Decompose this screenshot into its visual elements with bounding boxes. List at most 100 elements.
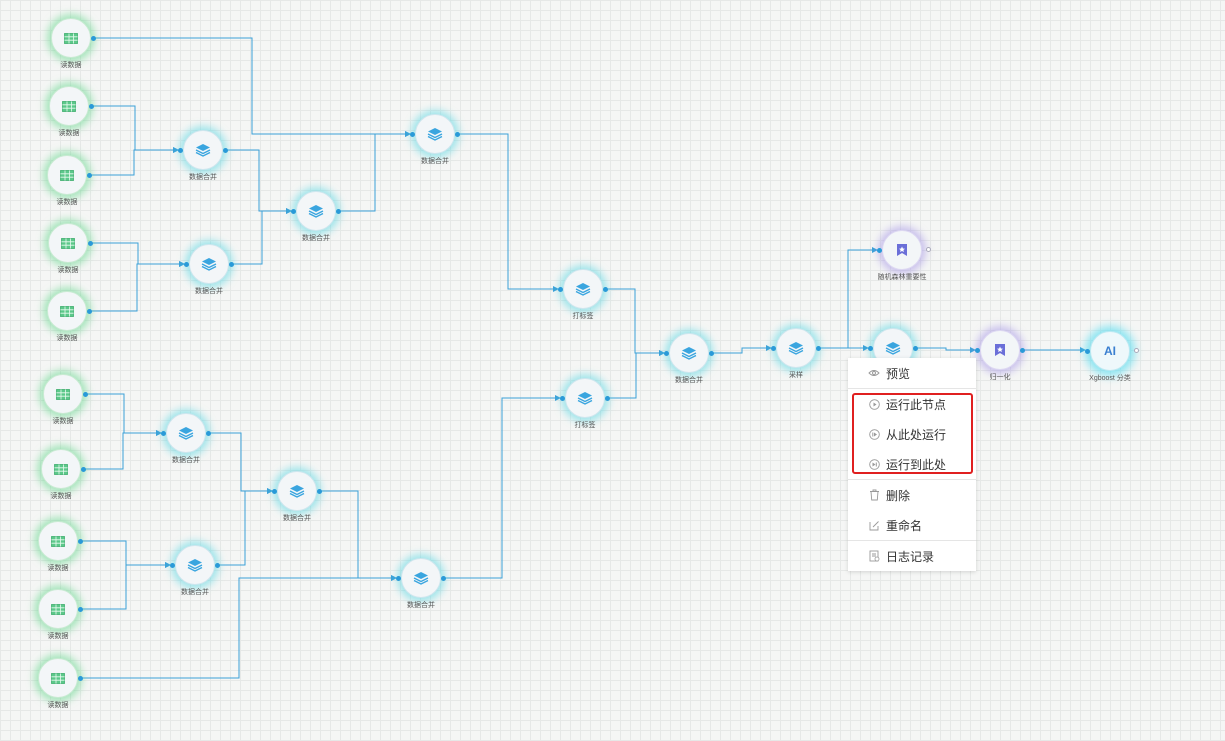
node-circle[interactable] xyxy=(415,114,455,154)
edge-p1-n1[interactable] xyxy=(916,347,976,353)
node-circle[interactable] xyxy=(175,545,215,585)
output-port[interactable] xyxy=(215,562,220,568)
output-port[interactable] xyxy=(229,261,234,267)
output-port[interactable] xyxy=(1020,347,1025,353)
input-port[interactable] xyxy=(558,286,563,292)
node-circle[interactable] xyxy=(47,291,87,331)
output-port[interactable] xyxy=(78,538,83,544)
output-port[interactable] xyxy=(603,286,608,292)
edge-r1-m4[interactable] xyxy=(94,37,411,137)
edge-m4-l1[interactable] xyxy=(458,133,559,292)
node-circle[interactable] xyxy=(776,328,816,368)
node-circle[interactable] xyxy=(882,230,922,270)
edge-m9-s1[interactable] xyxy=(712,345,772,354)
output-port[interactable] xyxy=(81,466,86,472)
node-circle[interactable] xyxy=(277,471,317,511)
edge-r3-m1[interactable] xyxy=(90,147,179,176)
node-circle[interactable] xyxy=(183,130,223,170)
edge-r8-m6[interactable] xyxy=(81,540,171,568)
menu-item-delete[interactable]: 删除 xyxy=(848,480,976,510)
edge-l2-m9[interactable] xyxy=(608,350,665,399)
input-port[interactable] xyxy=(975,347,980,353)
output-port[interactable] xyxy=(88,240,93,246)
input-port[interactable] xyxy=(291,208,296,214)
bookmark-icon xyxy=(994,343,1006,357)
node-circle[interactable] xyxy=(38,658,78,698)
input-port[interactable] xyxy=(560,395,565,401)
node-circle[interactable] xyxy=(51,18,91,58)
edge-r6-m5[interactable] xyxy=(86,393,162,436)
menu-item-run-from[interactable]: 从此处运行 xyxy=(848,419,976,449)
edit-icon xyxy=(868,519,880,531)
output-port[interactable] xyxy=(709,350,714,356)
input-port[interactable] xyxy=(178,147,183,153)
node-circle[interactable] xyxy=(43,374,83,414)
menu-item-preview[interactable]: 预览 xyxy=(848,358,976,388)
edge-m3-m4[interactable] xyxy=(339,131,411,212)
edge-r7-m5[interactable] xyxy=(84,430,162,470)
node-circle[interactable] xyxy=(48,223,88,263)
output-port[interactable] xyxy=(78,675,83,681)
output-port[interactable] xyxy=(336,208,341,214)
node-circle[interactable] xyxy=(38,589,78,629)
node-label: 数据合并 xyxy=(172,457,200,464)
output-port[interactable] xyxy=(1134,348,1139,353)
output-port[interactable] xyxy=(223,147,228,153)
input-port[interactable] xyxy=(184,261,189,267)
output-port[interactable] xyxy=(455,131,460,137)
output-port[interactable] xyxy=(91,35,96,41)
input-port[interactable] xyxy=(877,247,882,253)
node-circle[interactable] xyxy=(41,449,81,489)
node-circle[interactable] xyxy=(47,155,87,195)
menu-item-log[interactable]: 日志记录 xyxy=(848,541,976,571)
menu-item-run-node[interactable]: 运行此节点 xyxy=(848,389,976,419)
output-port[interactable] xyxy=(89,103,94,109)
input-port[interactable] xyxy=(161,430,166,436)
node-label: Xgboost 分类 xyxy=(1089,375,1131,382)
edge-m2-m3[interactable] xyxy=(232,208,292,265)
node-circle[interactable] xyxy=(563,269,603,309)
node-circle[interactable] xyxy=(669,333,709,373)
node-circle[interactable] xyxy=(166,413,206,453)
edge-r9-m6[interactable] xyxy=(81,562,171,610)
node-circle[interactable]: AI xyxy=(1090,331,1130,371)
node-circle[interactable] xyxy=(565,378,605,418)
menu-item-rename[interactable]: 重命名 xyxy=(848,510,976,540)
input-port[interactable] xyxy=(170,562,175,568)
input-port[interactable] xyxy=(410,131,415,137)
output-port[interactable] xyxy=(605,395,610,401)
node-circle[interactable] xyxy=(189,244,229,284)
output-port[interactable] xyxy=(78,606,83,612)
node-circle[interactable] xyxy=(401,558,441,598)
menu-item-run-to[interactable]: 运行到此处 xyxy=(848,449,976,479)
node-circle[interactable] xyxy=(38,521,78,561)
input-port[interactable] xyxy=(771,345,776,351)
edge-r4-m2[interactable] xyxy=(91,242,185,267)
input-port[interactable] xyxy=(1085,348,1090,354)
edge-m6-m7[interactable] xyxy=(218,488,273,566)
output-port[interactable] xyxy=(83,391,88,397)
input-port[interactable] xyxy=(664,350,669,356)
output-port[interactable] xyxy=(206,430,211,436)
node-circle[interactable] xyxy=(49,86,89,126)
output-port[interactable] xyxy=(913,345,918,351)
edge-l1-m9[interactable] xyxy=(606,288,665,356)
edge-m8-l2[interactable] xyxy=(444,395,561,579)
output-port[interactable] xyxy=(317,488,322,494)
edge-r5-m2[interactable] xyxy=(90,261,185,312)
output-port[interactable] xyxy=(87,172,92,178)
input-port[interactable] xyxy=(868,345,873,351)
node-circle[interactable] xyxy=(980,330,1020,370)
output-port[interactable] xyxy=(926,247,931,252)
node-label: 读数据 xyxy=(52,418,74,425)
edge-r10-m8[interactable] xyxy=(81,575,397,679)
input-port[interactable] xyxy=(396,575,401,581)
node-circle[interactable] xyxy=(296,191,336,231)
edge-s1-rf[interactable] xyxy=(819,247,878,349)
output-port[interactable] xyxy=(816,345,821,351)
edge-m7-m8[interactable] xyxy=(320,490,397,581)
input-port[interactable] xyxy=(272,488,277,494)
output-port[interactable] xyxy=(441,575,446,581)
output-port[interactable] xyxy=(87,308,92,314)
